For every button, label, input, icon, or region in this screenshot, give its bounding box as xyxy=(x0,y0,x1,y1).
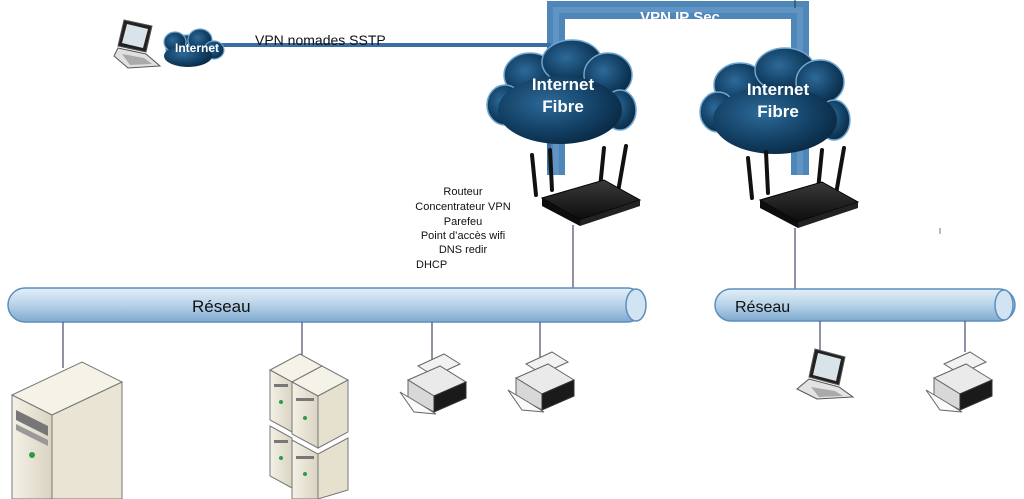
router-right-icon xyxy=(746,146,860,228)
printer-2-icon xyxy=(507,351,576,413)
role-parefeu: Parefeu xyxy=(444,216,483,228)
nomad-laptop-icon xyxy=(113,19,162,69)
role-dhcp: DHCP xyxy=(416,259,447,271)
internet-small-label: Internet xyxy=(175,41,219,55)
role-dns-redir: DNS redir xyxy=(439,244,488,256)
internet-cloud-small-icon xyxy=(163,28,225,67)
laptop-right-icon xyxy=(796,348,855,400)
network-right-label: Réseau xyxy=(735,299,790,316)
printer-1-icon xyxy=(399,353,468,415)
vpn-ipsec-label: VPN IP Sec xyxy=(640,9,720,26)
role-concentrateur-vpn: Concentrateur VPN xyxy=(415,201,510,213)
internet-fibre-cloud-left-icon xyxy=(486,39,637,144)
router-left-icon xyxy=(530,144,642,226)
role-point-acces-wifi: Point d’accès wifi xyxy=(421,230,505,242)
internet-fibre-cloud-right-icon xyxy=(699,47,851,154)
router-roles-list: Routeur Concentrateur VPN Parefeu Point … xyxy=(415,186,510,271)
internet-fibre-right-line1: Internet xyxy=(747,80,810,99)
network-bar-left xyxy=(7,287,647,323)
internet-fibre-left-line1: Internet xyxy=(532,75,595,94)
network-left-drops xyxy=(62,322,541,368)
vpn-nomades-label: VPN nomades SSTP xyxy=(255,32,386,48)
network-bar-right xyxy=(714,288,1016,322)
internet-fibre-right-line2: Fibre xyxy=(757,102,799,121)
network-left-label: Réseau xyxy=(192,297,251,316)
server-tower-icon xyxy=(10,361,124,499)
internet-fibre-left-line2: Fibre xyxy=(542,97,584,116)
network-right-drops xyxy=(819,321,966,352)
printer-3-icon xyxy=(925,351,994,413)
role-routeur: Routeur xyxy=(443,186,482,198)
server-cluster-icon xyxy=(268,353,350,499)
